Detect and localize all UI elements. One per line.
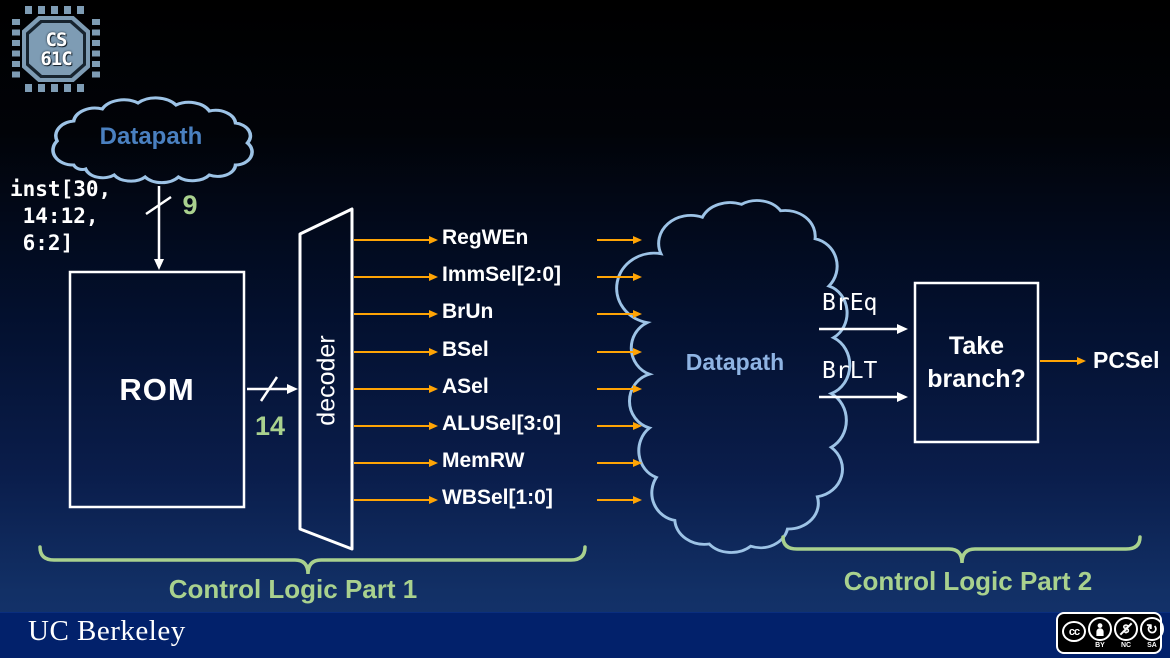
bus-tick-9 [145, 195, 172, 216]
by-label: BY [1095, 642, 1105, 649]
big-datapath-cloud [615, 199, 852, 554]
signal-alusel: ALUSel[3:0] [442, 412, 562, 435]
signal-memrw: MemRW [442, 449, 525, 472]
sa-arrow-icon: ↻ [1140, 617, 1164, 641]
take-branch-line1: Take [948, 331, 1005, 360]
signal-asel: ASel [442, 375, 489, 398]
take-branch-line2: branch? [927, 364, 1026, 393]
breq-label: BrEq [822, 290, 878, 316]
inst-bits-label: inst[30, 14:12, 6:2] [10, 177, 112, 255]
signal-wbsel: WBSel[1:0] [442, 486, 553, 509]
signal-bsel: BSel [442, 338, 489, 361]
brace-part2 [781, 535, 1142, 564]
decoder-shape [298, 207, 354, 551]
chip-pins-left-icon [12, 19, 20, 82]
chip-pins-right-icon [92, 19, 100, 82]
chip-core [29, 23, 83, 75]
brace-part1 [38, 545, 587, 575]
signal-immsel: ImmSel[2:0] [442, 263, 562, 286]
control-logic-part2-label: Control Logic Part 2 [843, 566, 1093, 596]
sa-label: SA [1147, 642, 1157, 649]
by-column: BY [1088, 616, 1112, 650]
chip-pins-bottom-icon [25, 84, 88, 92]
cc-license-badge: cc BY $ NC ↻ SA [1056, 612, 1164, 654]
decoder-label: decoder [312, 335, 341, 426]
nc-slash-icon [1119, 622, 1133, 636]
small-cloud-label: Datapath [99, 123, 203, 150]
chip-pins-top-icon [25, 6, 88, 14]
uc-berkeley-wordmark: UC Berkeley [28, 615, 186, 647]
signals-to-datapath-arrows [597, 236, 642, 504]
signal-regwen: RegWEn [442, 226, 529, 249]
nc-label: NC [1120, 642, 1132, 649]
chip-logo-text: CS 61C [22, 20, 90, 80]
chip-logo-line1: CS [45, 29, 68, 51]
decoder-output-arrows [354, 236, 438, 504]
nc-column: $ NC [1114, 616, 1138, 650]
cc-icon: cc [1062, 621, 1086, 643]
brlt-label: BrLT [822, 358, 878, 384]
small-datapath-cloud [51, 96, 254, 185]
take-branch-label: Take branch? [915, 283, 1038, 442]
big-cloud-label: Datapath [685, 349, 785, 375]
control-logic-part1-label: Control Logic Part 1 [168, 574, 418, 604]
pcsel-label: PCSel [1093, 347, 1160, 373]
by-person-icon [1088, 617, 1112, 641]
sa-column: ↻ SA [1140, 616, 1164, 650]
rom-label: ROM [119, 371, 195, 407]
bus-tick-14 [259, 376, 279, 402]
rom-box [68, 270, 246, 509]
chip-logo-line2: 61C [40, 48, 72, 70]
nc-dollar-icon: $ [1114, 617, 1138, 641]
bus-width-9: 9 [182, 190, 198, 220]
cc-column: cc [1062, 616, 1086, 650]
signal-brun: BrUn [442, 300, 494, 323]
footer-bar [0, 612, 1170, 658]
take-branch-box [913, 281, 1040, 444]
cs61c-logo: CS 61C [12, 6, 100, 92]
bus-width-14: 14 [254, 411, 286, 441]
